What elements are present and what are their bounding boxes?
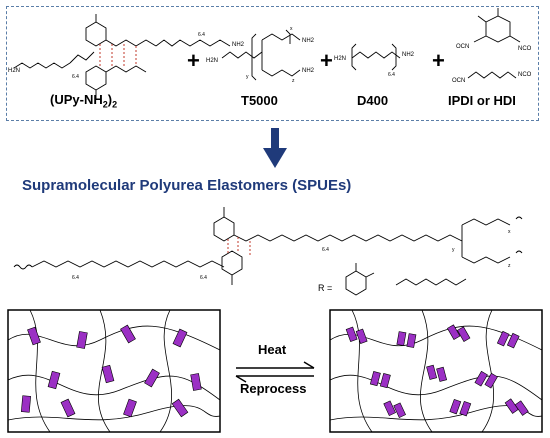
- spue-chain-structure: 6.4 6.4 6.4 y x z: [13, 207, 523, 296]
- plus-sign-2: +: [320, 48, 333, 73]
- chain-repeat-x: x: [508, 229, 511, 235]
- ipdi-nco: NCO: [518, 46, 532, 52]
- t5000-repeat-z: z: [292, 78, 295, 84]
- d400-structure: [351, 43, 401, 71]
- network-box-after: [329, 309, 543, 433]
- upy-hbonds: [99, 44, 137, 68]
- network-schematics: [7, 309, 543, 433]
- upy-repeat-left: 6.4: [72, 74, 79, 80]
- reagent-box: [6, 6, 539, 121]
- hdi-nco: NCO: [518, 72, 532, 78]
- product-title: Supramolecular Polyurea Elastomers (SPUE…: [22, 177, 352, 194]
- hdi-ocn: OCN: [452, 78, 465, 84]
- t5000-nh2-left: H2N: [206, 58, 218, 64]
- t5000-repeat-y: y: [246, 74, 249, 80]
- t5000-nh2-bottom: NH2: [302, 68, 315, 74]
- r-group-label: R =: [318, 283, 333, 293]
- r-group-structures: [345, 263, 467, 296]
- plus-sign-1: +: [187, 48, 200, 73]
- ipdi-structure: [473, 8, 521, 43]
- equilibrium-arrows-icon: [235, 361, 315, 383]
- d400-label: D400: [357, 93, 389, 108]
- d400-repeat: 6.4: [388, 72, 395, 78]
- isocyanate-label: IPDI or HDI: [448, 93, 516, 108]
- chain-repeat-y: y: [452, 247, 455, 253]
- plus-sign-3: +: [432, 48, 445, 73]
- t5000-nh2-top: NH2: [302, 38, 315, 44]
- upy-right-nh2: NH2: [232, 42, 245, 48]
- heat-label: Heat: [258, 342, 287, 357]
- ipdi-ocn: OCN: [456, 44, 469, 50]
- t5000-structure: [221, 29, 301, 81]
- reaction-arrow-icon: [263, 128, 287, 168]
- d400-h2n: H2N: [334, 56, 346, 62]
- chain-repeat-2: 6.4: [200, 275, 207, 281]
- chain-repeat-z: z: [508, 263, 511, 269]
- t5000-label: T5000: [241, 93, 278, 108]
- chain-repeat-3: 6.4: [322, 247, 329, 253]
- t5000-repeat-x: x: [290, 26, 293, 32]
- reprocess-label: Reprocess: [240, 381, 307, 396]
- reagent-structures: H2N NH2 6.4 6.4 H2N NH2 NH2 y x z H2N NH…: [8, 8, 532, 100]
- d400-nh2: NH2: [402, 52, 415, 58]
- upy-left-nh2: H2N: [8, 68, 20, 74]
- network-box-before: [7, 309, 221, 433]
- hdi-structure: [467, 71, 517, 79]
- chain-repeat-1: 6.4: [72, 275, 79, 281]
- upy-label: (UPy-NH2)2: [50, 92, 118, 110]
- upy-repeat-right: 6.4: [198, 32, 205, 38]
- upy-dimer-structure: [13, 14, 231, 100]
